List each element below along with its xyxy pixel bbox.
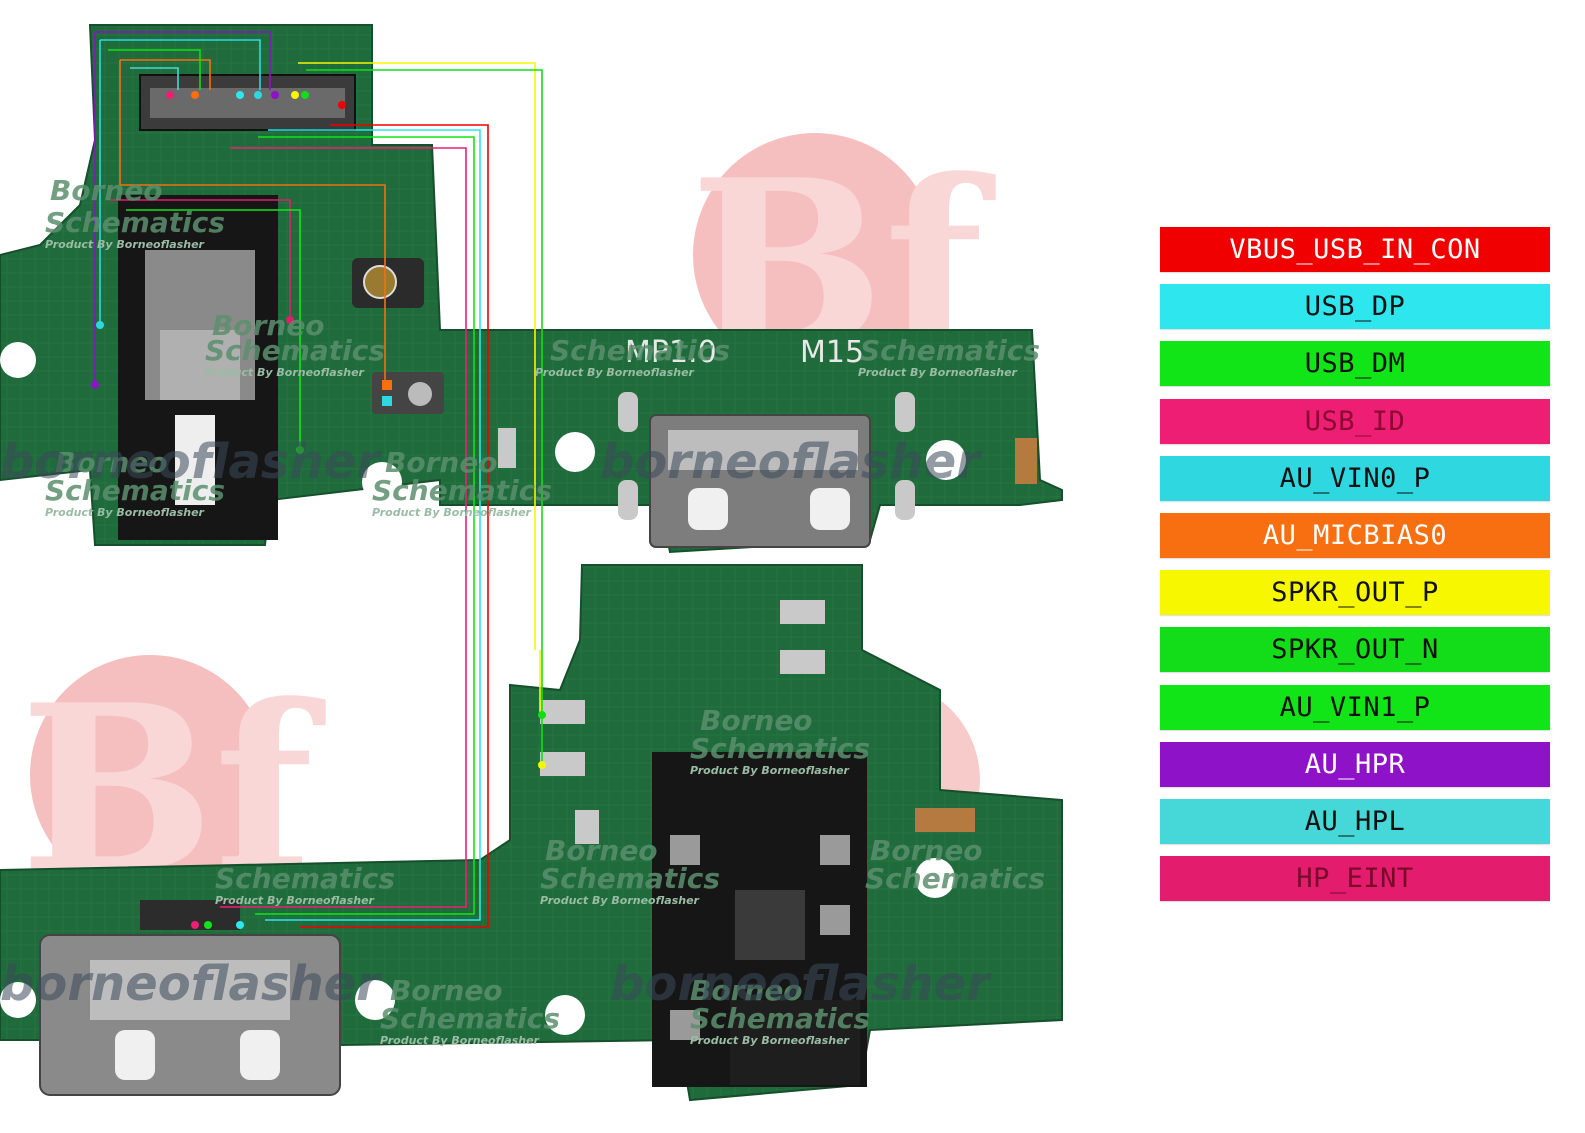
watermark-line2: Schematics: [45, 206, 225, 239]
watermark-line2: Schematics: [215, 862, 395, 895]
watermark-line2: Schematics: [690, 1002, 870, 1035]
watermark-brand: Borneo: [50, 174, 163, 207]
watermark-line2: Schematics: [550, 334, 730, 367]
silkscreen-model: M15: [800, 335, 864, 370]
watermark-big: borneoflasher: [600, 434, 983, 490]
watermark-brand: Borneo: [385, 446, 498, 479]
watermark-line2: Schematics: [860, 334, 1040, 367]
legend-item-spkr-out-n: SPKR_OUT_N: [1160, 627, 1550, 672]
legend-item-au-hpr: AU_HPR: [1160, 742, 1550, 787]
schematic-diagram: Bf Bf: [0, 24, 1063, 1102]
watermark-tagline: Product By Borneoflasher: [690, 1034, 850, 1047]
legend-item-hp-eint: HP_EINT: [1160, 856, 1550, 901]
watermark-brand: Borneo: [700, 704, 813, 737]
watermark-line2: Schematics: [540, 862, 720, 895]
watermark-brand: Borneo: [870, 834, 983, 867]
watermark-tagline: Product By Borneoflasher: [45, 238, 205, 251]
net-traces: [94, 31, 543, 928]
legend-item-au-hpl: AU_HPL: [1160, 799, 1550, 844]
mounting-hole: [915, 858, 955, 898]
mounting-hole: [362, 462, 402, 502]
watermark-tagline: Product By Borneoflasher: [45, 506, 205, 519]
watermark-line2: Schematics: [45, 474, 225, 507]
legend-item-au-vin0-p: AU_VIN0_P: [1160, 456, 1550, 501]
watermark-brand: Borneo: [545, 834, 658, 867]
mounting-hole: [0, 342, 36, 378]
legend-item-au-vin1-p: AU_VIN1_P: [1160, 685, 1550, 730]
mounting-hole: [0, 982, 36, 1018]
watermark-big: borneoflasher: [0, 956, 383, 1012]
watermark-tagline: Product By Borneoflasher: [205, 366, 365, 379]
watermark-brand: Borneo: [690, 974, 803, 1007]
legend-item-usb-dp: USB_DP: [1160, 284, 1550, 329]
watermark-line2: Schematics: [205, 334, 385, 367]
mounting-hole: [545, 995, 585, 1035]
watermark-line2: Schematics: [865, 862, 1045, 895]
watermark-line2: Schematics: [690, 732, 870, 765]
legend-item-vbus-usb-in-con: VBUS_USB_IN_CON: [1160, 227, 1550, 272]
watermark-tagline: Product By Borneoflasher: [535, 366, 695, 379]
speaker-pad: [540, 700, 585, 724]
watermark-tagline: Product By Borneoflasher: [858, 366, 1018, 379]
watermark-tagline: Product By Borneoflasher: [215, 894, 375, 907]
speaker-pad: [540, 752, 585, 776]
legend-item-usb-dm: USB_DM: [1160, 341, 1550, 386]
mounting-hole: [555, 432, 595, 472]
watermark-line2: Schematics: [380, 1002, 560, 1035]
test-points: [91, 91, 546, 929]
watermark-big: borneoflasher: [610, 956, 993, 1012]
watermark-tagline: Product By Borneoflasher: [540, 894, 700, 907]
watermark-tagline: Product By Borneoflasher: [372, 506, 532, 519]
watermark-brand: Borneo: [212, 309, 325, 342]
watermark-line2: Schematics: [372, 474, 552, 507]
watermark-brand: Borneo: [390, 974, 503, 1007]
text-watermarks: Borneo Schematics Product By Borneoflash…: [0, 174, 1045, 1047]
watermark-big: borneoflasher: [0, 434, 383, 490]
legend-item-au-micbias0: AU_MICBIAS0: [1160, 513, 1550, 558]
watermark-tagline: Product By Borneoflasher: [690, 764, 850, 777]
legend-item-spkr-out-p: SPKR_OUT_P: [1160, 570, 1550, 615]
bottom-pcb-board: [0, 564, 1063, 1102]
watermark-tagline: Product By Borneoflasher: [380, 1034, 540, 1047]
silkscreen-mp: MP1.0: [625, 335, 717, 370]
mounting-hole: [355, 980, 395, 1020]
mounting-hole: [926, 440, 966, 480]
legend-item-usb-id: USB_ID: [1160, 399, 1550, 444]
watermark-brand: Borneo: [55, 446, 168, 479]
top-pcb-board: MP1.0 M15: [0, 24, 1063, 554]
